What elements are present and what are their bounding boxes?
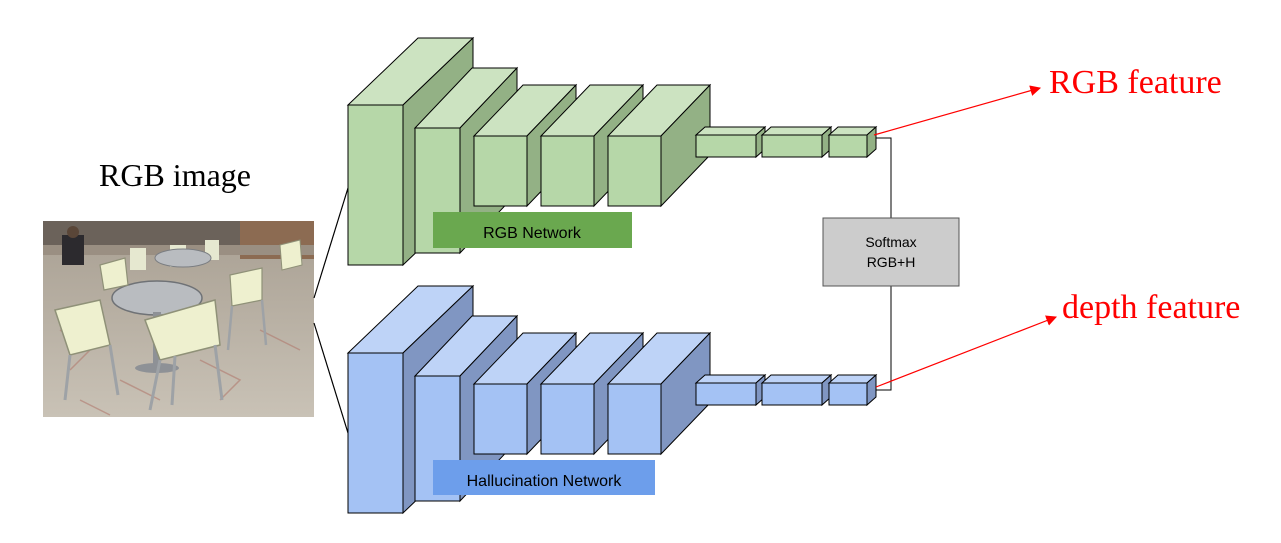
rgb-layer-6-top <box>694 126 767 136</box>
rgb-feature-label: RGB feature <box>1049 64 1222 101</box>
hallucination-layer-5-front <box>607 383 662 455</box>
rgb-layer-3-front <box>473 135 528 207</box>
depth-feature-label: depth feature <box>1062 289 1240 326</box>
rgb-layer-7-top <box>760 126 833 136</box>
hallucination-layer-6-top <box>694 374 767 384</box>
hallucination-layer-8-front <box>828 382 868 406</box>
hallucination-layer-5 <box>606 331 712 456</box>
hallucination-layer-4-front <box>540 383 595 455</box>
input-projection-lines <box>313 187 349 434</box>
fusion-line-2: RGB+H <box>867 254 916 270</box>
rgb-network-stack <box>346 36 878 267</box>
rgb-layer-8 <box>827 125 878 159</box>
rgb-layer-5-front <box>607 135 662 207</box>
rgb-layer-4-front <box>540 135 595 207</box>
hallucination-layer-7-front <box>761 382 823 406</box>
softmax-fusion-box: Softmax RGB+H <box>822 217 960 287</box>
hallucination-network-label-text: Hallucination Network <box>467 473 623 490</box>
hallucination-layer-3-front <box>473 383 528 455</box>
input-title: RGB image <box>99 157 251 193</box>
fusion-line-1: Softmax <box>865 234 916 250</box>
depth-feature-arrow <box>875 315 1058 388</box>
input-rgb-image <box>43 221 314 417</box>
hallucination-network-label-bg <box>433 460 655 495</box>
hallucination-layer-6 <box>694 373 767 407</box>
hallucination-layer-7-top <box>760 374 833 384</box>
hallucination-layer-8 <box>827 373 878 407</box>
rgb-layer-6 <box>694 125 767 159</box>
rgb-feature-arrow <box>873 85 1042 136</box>
rgb-network-label-bg <box>433 212 632 248</box>
rgb-network-label: RGB Network <box>433 212 632 248</box>
rgb-layer-7-front <box>761 134 823 158</box>
rgb-layer-5 <box>606 83 712 208</box>
softmax-fusion-rect <box>822 217 960 287</box>
hallucination-network-stack <box>346 284 878 515</box>
rgb-layer-8-front <box>828 134 868 158</box>
fusion-connectors <box>876 137 892 391</box>
hallucination-network-label: Hallucination Network <box>433 460 655 495</box>
rgb-layer-7 <box>760 125 833 159</box>
rgb-network-label-text: RGB Network <box>483 225 582 242</box>
hallucination-layer-1-front <box>347 352 404 514</box>
rgb-layer-1-front <box>347 104 404 266</box>
rgb-layer-6-front <box>695 134 757 158</box>
hallucination-layer-7 <box>760 373 833 407</box>
hallucination-layer-6-front <box>695 382 757 406</box>
